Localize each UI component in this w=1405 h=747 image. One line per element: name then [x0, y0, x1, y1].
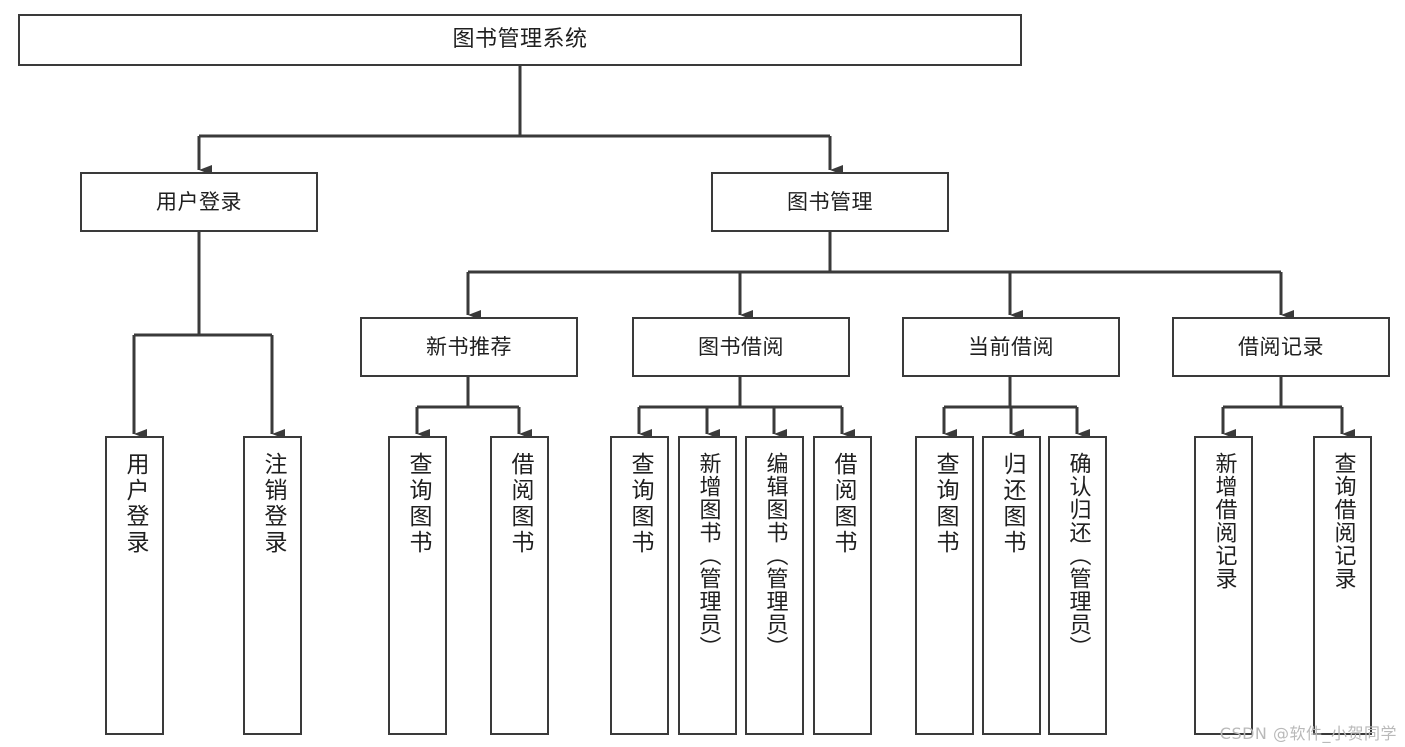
node-label: 用户登录: [156, 189, 242, 214]
node-leaf-query-book-current[interactable]: 查询图书: [915, 436, 974, 735]
node-new-book-recommend[interactable]: 新书推荐: [360, 317, 578, 377]
node-label: 新增图书（管理员）: [695, 452, 721, 659]
node-leaf-return-book[interactable]: 归还图书: [982, 436, 1041, 735]
node-label: 借阅记录: [1238, 334, 1324, 359]
node-borrow-record[interactable]: 借阅记录: [1172, 317, 1390, 377]
node-leaf-edit-book[interactable]: 编辑图书（管理员）: [745, 436, 804, 735]
node-user-login[interactable]: 用户登录: [80, 172, 318, 232]
node-leaf-borrow-book-recommend[interactable]: 借阅图书: [490, 436, 549, 735]
node-label: 查询借阅记录: [1330, 452, 1356, 590]
node-label: 查询图书: [405, 452, 431, 556]
node-label: 当前借阅: [968, 334, 1054, 359]
node-label: 用户登录: [122, 452, 148, 556]
node-book-borrow[interactable]: 图书借阅: [632, 317, 850, 377]
node-leaf-borrow-book[interactable]: 借阅图书: [813, 436, 872, 735]
node-label: 图书借阅: [698, 334, 784, 359]
node-label: 借阅图书: [830, 452, 856, 556]
node-leaf-add-borrow-record[interactable]: 新增借阅记录: [1194, 436, 1253, 735]
node-book-manage[interactable]: 图书管理: [711, 172, 949, 232]
node-label: 注销登录: [260, 452, 286, 556]
node-label: 新增借阅记录: [1211, 452, 1237, 590]
node-label: 查询图书: [932, 452, 958, 556]
watermark-text: CSDN @软件_小贺同学: [1219, 724, 1397, 743]
node-label: 确认归还（管理员）: [1065, 452, 1091, 659]
node-leaf-logout[interactable]: 注销登录: [243, 436, 302, 735]
node-label: 图书管理系统: [452, 27, 588, 53]
node-leaf-user-login[interactable]: 用户登录: [105, 436, 164, 735]
node-leaf-add-book[interactable]: 新增图书（管理员）: [678, 436, 737, 735]
node-leaf-query-book-borrow[interactable]: 查询图书: [610, 436, 669, 735]
node-label: 新书推荐: [426, 334, 512, 359]
node-label: 编辑图书（管理员）: [762, 452, 788, 659]
node-current-borrow[interactable]: 当前借阅: [902, 317, 1120, 377]
node-label: 查询图书: [627, 452, 653, 556]
node-leaf-query-book-recommend[interactable]: 查询图书: [388, 436, 447, 735]
node-leaf-confirm-return[interactable]: 确认归还（管理员）: [1048, 436, 1107, 735]
node-label: 图书管理: [787, 189, 873, 214]
node-root-system[interactable]: 图书管理系统: [18, 14, 1022, 66]
node-label: 借阅图书: [507, 452, 533, 556]
node-leaf-query-borrow-record[interactable]: 查询借阅记录: [1313, 436, 1372, 735]
node-label: 归还图书: [999, 452, 1025, 556]
